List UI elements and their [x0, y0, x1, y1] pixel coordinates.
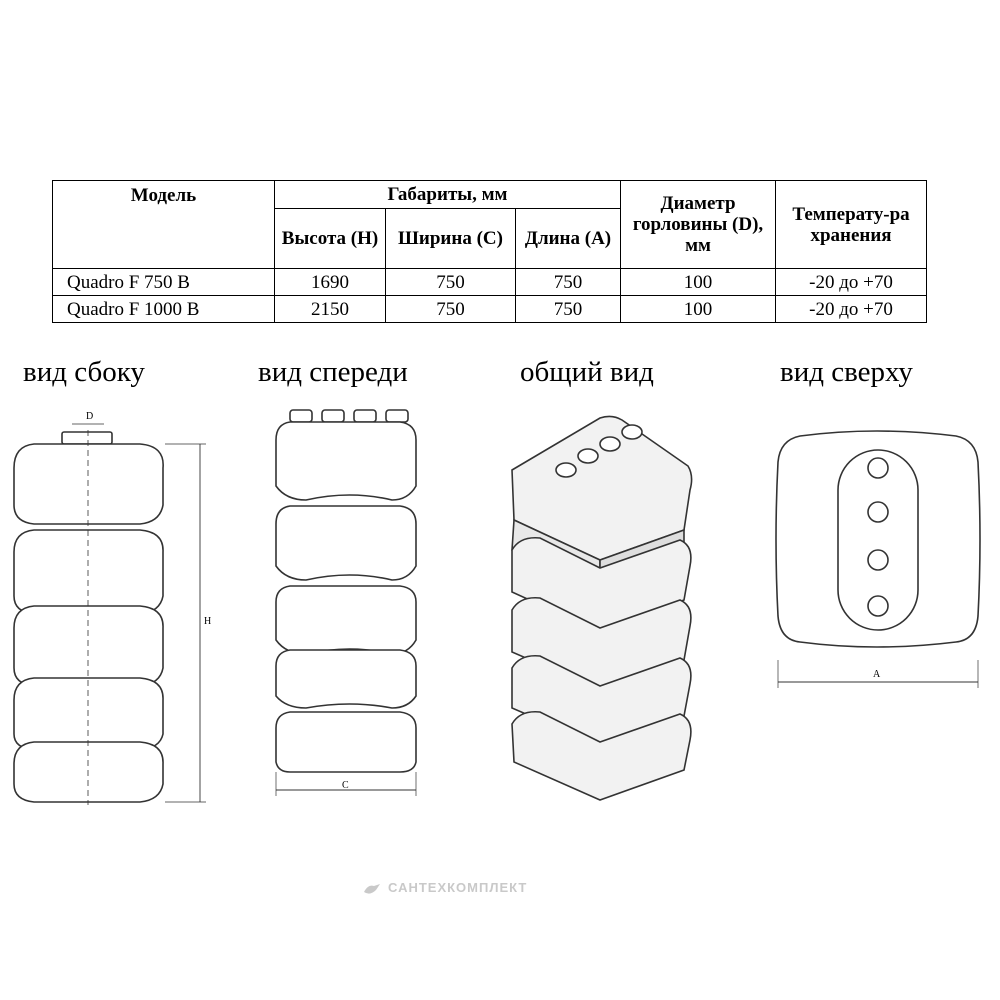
iso-top-block: [511, 415, 693, 561]
header-height: Высота (H): [274, 208, 386, 269]
label-general-view: общий вид: [520, 356, 654, 388]
iso-port: [577, 448, 599, 464]
front-view-drawing: [275, 409, 417, 796]
front-segment: [275, 585, 417, 655]
cell-diameter: 100: [620, 268, 777, 296]
iso-port: [599, 436, 621, 452]
cell-width: 750: [385, 295, 516, 323]
cell-height: 1690: [274, 268, 386, 296]
cell-temperature: -20 до +70: [775, 268, 928, 296]
iso-port: [621, 424, 643, 440]
side-segment: [13, 529, 164, 615]
side-segment: [13, 443, 164, 525]
front-port: [289, 409, 313, 423]
iso-segment: [511, 710, 692, 801]
watermark: САНТЕХКОМПЛЕКТ: [362, 880, 527, 896]
side-segment: [13, 741, 164, 803]
label-a: A: [873, 669, 881, 680]
label-side-view: вид сбоку: [23, 356, 145, 388]
front-segment: [275, 421, 417, 501]
front-port: [353, 409, 377, 423]
table-row: Quadro F 750 B 1690 750 750 100 -20 до +…: [52, 268, 928, 296]
cell-length: 750: [514, 295, 622, 323]
side-view-drawing: [13, 423, 206, 805]
cell-model: Quadro F 750 B: [52, 268, 275, 296]
front-segment: [275, 505, 417, 581]
general-view-drawing: [511, 415, 693, 801]
side-segment: [13, 605, 164, 687]
watermark-logo-icon: [364, 883, 380, 894]
front-port: [321, 409, 345, 423]
cell-length: 750: [514, 268, 622, 296]
header-length: Длина (A): [514, 208, 622, 269]
cell-diameter: 100: [620, 295, 777, 323]
iso-port: [555, 462, 577, 478]
label-top-view: вид сверху: [780, 356, 913, 388]
header-model: Модель: [52, 180, 275, 269]
top-port: [867, 595, 889, 617]
front-segment: [275, 649, 417, 709]
header-dimensions: Габариты, мм: [273, 180, 622, 209]
top-port: [867, 549, 889, 571]
front-port: [385, 409, 409, 423]
table-row: Quadro F 1000 B 2150 750 750 100 -20 до …: [52, 295, 928, 323]
top-view-drawing: [775, 430, 981, 688]
watermark-text: САНТЕХКОМПЛЕКТ: [388, 880, 528, 895]
front-segment: [275, 711, 417, 773]
label-d: D: [86, 411, 93, 422]
label-h: H: [204, 616, 211, 627]
cell-temperature: -20 до +70: [775, 295, 928, 323]
top-oval-plate: [837, 449, 919, 631]
side-segment: [13, 677, 164, 751]
top-port: [867, 457, 889, 479]
label-front-view: вид спереди: [258, 356, 408, 388]
header-temperature: Температу-ра хранения: [775, 180, 928, 269]
specifications-table: Модель Габариты, мм Диаметр горловины (D…: [52, 180, 928, 323]
cell-height: 2150: [274, 295, 386, 323]
label-c: C: [342, 780, 349, 791]
top-port: [867, 501, 889, 523]
header-width: Ширина (C): [385, 208, 516, 269]
neck-d: [61, 431, 113, 445]
